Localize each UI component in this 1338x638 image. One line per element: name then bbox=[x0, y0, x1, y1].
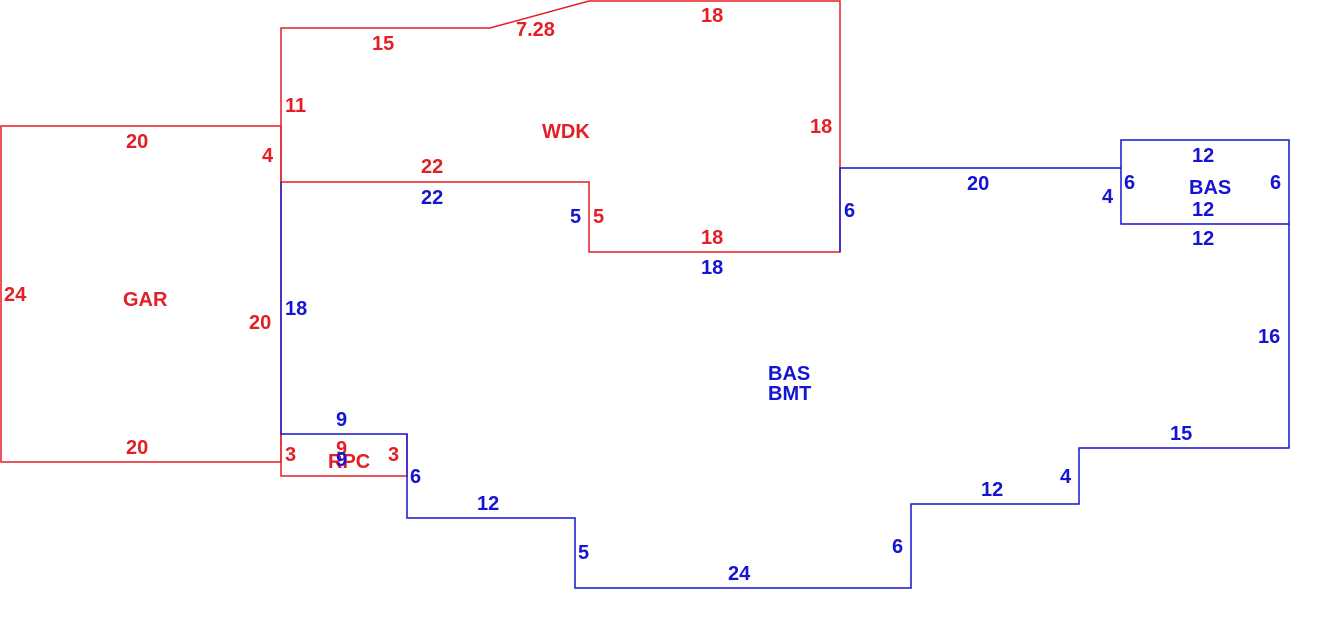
dimension-label: 20 bbox=[967, 173, 989, 195]
gar-label: GAR bbox=[123, 289, 168, 311]
dimension-label: 3 bbox=[388, 444, 399, 466]
dimension-label: 12 bbox=[1192, 228, 1214, 250]
dimension-label: 6 bbox=[844, 200, 855, 222]
dimension-label: 9 bbox=[336, 438, 347, 460]
dimension-label: 24 bbox=[728, 563, 751, 585]
dimension-label: 6 bbox=[1270, 172, 1281, 194]
dimension-label: 9 bbox=[336, 449, 347, 471]
dimension-label: 4 bbox=[1060, 466, 1072, 488]
dimension-label: 6 bbox=[410, 466, 421, 488]
dimension-label: 6 bbox=[1124, 172, 1135, 194]
dimension-label: 7.28 bbox=[516, 19, 555, 41]
bas-bmt-label-line2: BMT bbox=[768, 383, 811, 405]
dimension-label: 20 bbox=[249, 312, 271, 334]
dimension-label: 9 bbox=[336, 409, 347, 431]
dimension-label: 12 bbox=[477, 493, 499, 515]
bas-small-outline bbox=[1120, 139, 1290, 225]
dimension-label: 15 bbox=[372, 33, 394, 55]
dimension-label: 16 bbox=[1258, 326, 1280, 348]
dimension-label: 18 bbox=[810, 116, 832, 138]
dimension-label: 18 bbox=[701, 5, 723, 27]
rpc-label: RPC bbox=[328, 451, 370, 473]
dimension-label: 11 bbox=[285, 95, 306, 117]
bas-bmt-label-line1: BAS bbox=[768, 363, 810, 385]
dimension-label: 18 bbox=[285, 298, 307, 320]
dimension-label: 20 bbox=[126, 437, 148, 459]
bas-bmt-outline bbox=[280, 167, 1290, 589]
dimension-label: 12 bbox=[981, 479, 1003, 501]
dimension-label: 24 bbox=[4, 284, 27, 306]
dimension-label: 15 bbox=[1170, 423, 1192, 445]
dimension-label: 12 bbox=[1192, 145, 1214, 167]
dimension-label: 20 bbox=[126, 131, 148, 153]
dimension-label: 3 bbox=[285, 444, 296, 466]
dimension-label: 22 bbox=[421, 156, 443, 178]
wdk-label: WDK bbox=[542, 121, 590, 143]
dimension-label: 5 bbox=[578, 542, 589, 564]
dimension-label: 18 bbox=[701, 257, 723, 279]
bas-small-label: BAS bbox=[1189, 177, 1231, 199]
dimension-label: 22 bbox=[421, 187, 443, 209]
dimension-label: 4 bbox=[1102, 186, 1114, 208]
dimension-label: 12 bbox=[1192, 199, 1214, 221]
dimension-label: 18 bbox=[701, 227, 723, 249]
dimension-label: 6 bbox=[892, 536, 903, 558]
dimension-label: 5 bbox=[570, 206, 581, 228]
dimension-label: 5 bbox=[593, 206, 604, 228]
wdk-outline bbox=[280, 0, 841, 253]
dimension-label: 4 bbox=[262, 145, 274, 167]
